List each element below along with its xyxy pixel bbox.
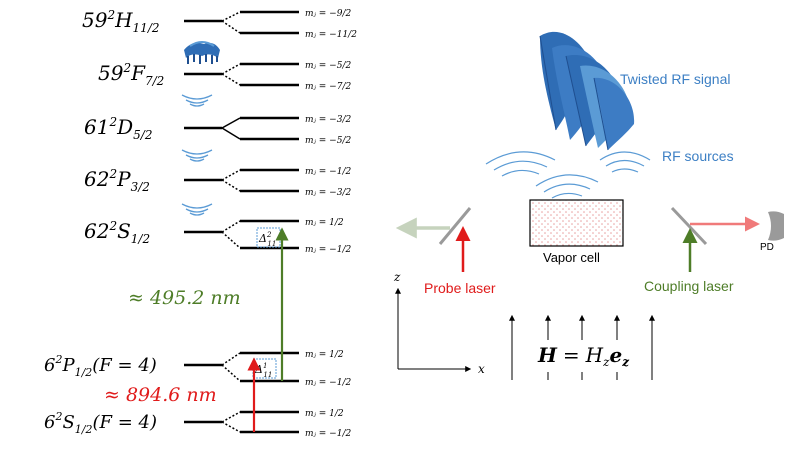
- mj-label: mⱼ = −9/2: [305, 9, 351, 19]
- mj-label: mⱼ = 1/2: [305, 350, 344, 360]
- photodetector-label: PD: [760, 242, 774, 253]
- mj-label: mⱼ = −1/2: [305, 167, 351, 177]
- level-59-f7: 592F7/2 mⱼ = −5/2 mⱼ = −7/2: [98, 61, 351, 92]
- mj-label: mⱼ = −11/2: [305, 30, 357, 40]
- level-label: 622S1/2: [84, 219, 150, 246]
- rf-sources-label: RF sources: [662, 148, 734, 164]
- level-59-h11: 592H11/2 mⱼ = −9/2 mⱼ = −11/2: [82, 8, 357, 40]
- level-6-p1: 62P1/2(F = 4) mⱼ = 1/2 mⱼ = −1/2: [44, 350, 351, 388]
- rf-wave-left-1: [181, 94, 213, 107]
- level-6-s1-ground: 62S1/2(F = 4) mⱼ = 1/2 mⱼ = −1/2: [44, 409, 351, 439]
- dichroic-mirror-left: [438, 207, 472, 245]
- mj-label: mⱼ = −1/2: [305, 378, 351, 388]
- level-label: 612D5/2: [84, 115, 152, 142]
- level-label: 592F7/2: [98, 61, 164, 88]
- mj-label: mⱼ = 1/2: [305, 218, 344, 228]
- level-label: 62P1/2(F = 4): [44, 353, 157, 379]
- photodetector-icon: [768, 211, 784, 241]
- coupling-laser-label: Coupling laser: [644, 278, 734, 294]
- mj-label: mⱼ = −5/2: [305, 136, 351, 146]
- mj-label: mⱼ = 1/2: [305, 409, 344, 419]
- rf-wave-left-3: [181, 203, 213, 216]
- probe-wavelength-label: ≈ 894.6 nm: [104, 384, 217, 406]
- coupling-wavelength-label: ≈ 495.2 nm: [128, 287, 241, 309]
- mj-label: mⱼ = −7/2: [305, 82, 351, 92]
- x-axis-label: x: [478, 362, 485, 376]
- dichroic-mirror-right: [670, 206, 708, 246]
- level-label: 592H11/2: [82, 8, 160, 35]
- level-62-p3: 622P3/2 mⱼ = −1/2 mⱼ = −3/2: [84, 167, 351, 198]
- mj-label: mⱼ = −5/2: [305, 61, 351, 71]
- twisted-rf-small-icon: [184, 41, 220, 64]
- level-label: 62S1/2(F = 4): [44, 410, 157, 436]
- mj-label: mⱼ = −3/2: [305, 188, 351, 198]
- twisted-rf-signal-label: Twisted RF signal: [620, 71, 730, 87]
- level-62-s1: 622S1/2 mⱼ = 1/2 mⱼ = −1/2: [84, 218, 351, 255]
- probe-laser-label: Probe laser: [424, 280, 496, 296]
- vapor-cell-label: Vapor cell: [543, 250, 600, 265]
- mj-label: mⱼ = −1/2: [305, 429, 351, 439]
- z-axis-label: z: [393, 270, 401, 284]
- rf-wave-left-2: [181, 149, 213, 162]
- mj-label: mⱼ = −1/2: [305, 245, 351, 255]
- rf-sources-waves: [485, 151, 651, 199]
- field-equation: H=Hzez: [537, 343, 630, 369]
- level-61-d5: 612D5/2 mⱼ = −3/2 mⱼ = −5/2: [84, 115, 351, 146]
- level-label: 622P3/2: [84, 167, 150, 194]
- magnetic-field-arrows: [509, 314, 655, 380]
- mj-label: mⱼ = −3/2: [305, 115, 351, 125]
- twisted-rf-signal-icon: [539, 31, 635, 151]
